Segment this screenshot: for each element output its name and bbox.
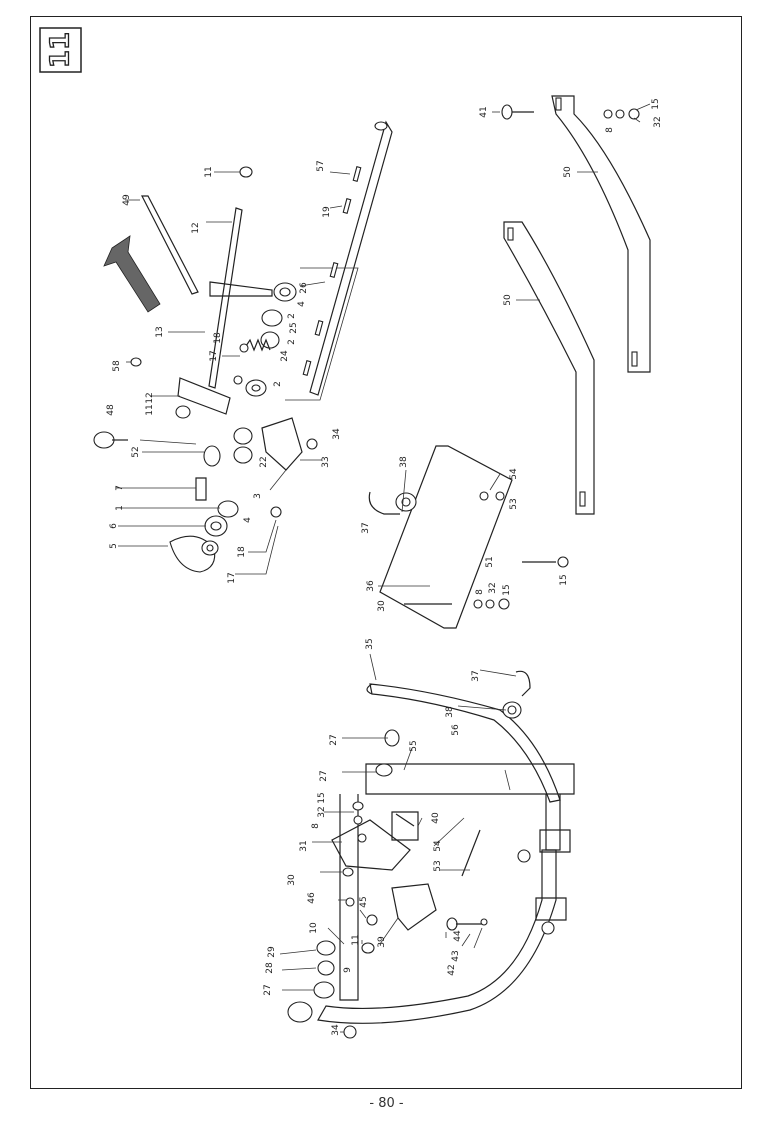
section-badge: 11 xyxy=(39,27,82,73)
callout-4a: 4 xyxy=(297,301,307,307)
callout-33: 33 xyxy=(321,456,331,467)
callout-15a: 15 xyxy=(651,98,661,109)
callout-11a: 11 xyxy=(204,166,214,177)
callout-24: 24 xyxy=(280,350,290,362)
callout-15c: 15 xyxy=(502,584,512,595)
callout-17a: 17 xyxy=(209,350,219,361)
callout-11b: 11 xyxy=(145,404,155,415)
callout-51: 51 xyxy=(485,556,495,567)
callout-37a: 37 xyxy=(361,522,371,533)
page-frame xyxy=(30,16,742,1089)
section-number: 11 xyxy=(46,32,76,68)
callout-34b: 34 xyxy=(331,1024,341,1036)
callout-12b: 12 xyxy=(145,392,155,403)
callout-37b: 37 xyxy=(471,670,481,681)
callout-28: 28 xyxy=(265,962,275,974)
callout-50a: 50 xyxy=(563,166,573,178)
callout-35: 35 xyxy=(365,638,375,649)
callout-44: 44 xyxy=(453,930,463,942)
callout-22: 22 xyxy=(259,456,269,467)
callout-15b: 15 xyxy=(559,574,569,585)
page-number: - 80 - xyxy=(369,1096,404,1111)
callout-55: 55 xyxy=(409,740,419,751)
callout-57: 57 xyxy=(316,160,326,171)
callout-53b: 53 xyxy=(433,860,443,871)
callout-10: 10 xyxy=(309,922,319,934)
callout-18b: 18 xyxy=(237,546,247,558)
callout-32c: 32 xyxy=(317,806,327,817)
callout-9: 9 xyxy=(343,967,353,973)
callout-32a: 32 xyxy=(653,116,663,127)
callout-15d: 15 xyxy=(317,792,327,803)
callout-17b: 17 xyxy=(227,572,237,583)
callout-2b: 2 xyxy=(287,339,297,345)
callout-19: 19 xyxy=(322,206,332,218)
callout-6: 6 xyxy=(109,523,119,529)
callout-39: 39 xyxy=(377,936,387,948)
callout-2a: 2 xyxy=(287,313,297,319)
callout-labels: 11 12 49 57 19 26 4 2 25 2 24 2 13 18 17… xyxy=(106,98,663,1035)
callout-5: 5 xyxy=(109,543,119,549)
callout-27c: 27 xyxy=(263,984,273,995)
callout-54b: 54 xyxy=(433,840,443,852)
callout-56: 56 xyxy=(451,724,461,736)
callout-40: 40 xyxy=(431,812,441,824)
callout-27b: 27 xyxy=(319,770,329,781)
callout-25: 25 xyxy=(289,322,299,333)
callout-52: 52 xyxy=(131,446,141,457)
callout-27a: 27 xyxy=(329,734,339,745)
callout-58: 58 xyxy=(112,360,122,372)
callout-26: 26 xyxy=(299,282,309,294)
callout-38a: 38 xyxy=(399,456,409,468)
callout-30a: 30 xyxy=(377,600,387,612)
callout-1: 1 xyxy=(115,505,125,511)
callout-41: 41 xyxy=(479,106,489,117)
callout-34a: 34 xyxy=(332,428,342,440)
leader-lines-top-left xyxy=(116,171,351,575)
callout-54a: 54 xyxy=(509,468,519,480)
shaft-assembly xyxy=(93,120,393,573)
callout-45: 45 xyxy=(359,896,369,907)
frame-assembly xyxy=(279,653,575,1039)
callout-50b: 50 xyxy=(503,294,513,306)
callout-36: 36 xyxy=(366,580,376,592)
callout-12a: 12 xyxy=(191,222,201,233)
callout-2c: 2 xyxy=(273,381,283,387)
callout-53a: 53 xyxy=(509,498,519,509)
strap-parts xyxy=(492,95,651,568)
callout-13: 13 xyxy=(155,326,165,337)
callout-42: 42 xyxy=(447,964,457,975)
callout-8b: 8 xyxy=(475,589,485,595)
callout-38b: 38 xyxy=(445,706,455,718)
callout-48: 48 xyxy=(106,404,116,416)
callout-46: 46 xyxy=(307,892,317,904)
callout-31: 31 xyxy=(299,840,309,851)
callout-30b: 30 xyxy=(287,874,297,886)
callout-4b: 4 xyxy=(243,517,253,523)
callout-7: 7 xyxy=(115,485,125,491)
callout-8c: 8 xyxy=(311,823,321,829)
callout-11c: 11 xyxy=(351,934,361,945)
callout-43: 43 xyxy=(451,950,461,961)
callout-29: 29 xyxy=(267,946,277,958)
callout-49: 49 xyxy=(122,194,132,206)
callout-8a: 8 xyxy=(605,127,615,133)
callout-3: 3 xyxy=(253,493,263,499)
plate-assembly xyxy=(368,445,513,629)
callout-18a: 18 xyxy=(213,332,223,344)
callout-32b: 32 xyxy=(488,582,498,593)
